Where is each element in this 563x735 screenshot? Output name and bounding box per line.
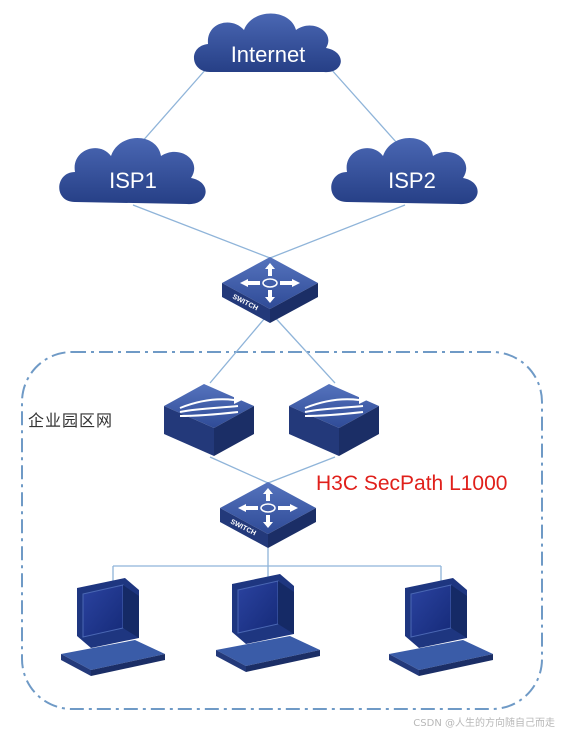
campus-network-label: 企业园区网	[28, 411, 114, 430]
watermark-text: CSDN @人生的方向随自己而走	[413, 718, 555, 729]
link-router-right-core-switch	[267, 456, 336, 484]
isp2-cloud-icon	[331, 138, 478, 205]
core-switch-icon: SWITCH	[220, 482, 316, 548]
router-arrows-icon	[179, 398, 239, 417]
computer-left-icon	[61, 578, 165, 676]
campus-boundary	[21, 351, 543, 710]
isp2-label: ISP2	[388, 168, 436, 193]
link-isp1-top-switch	[132, 204, 271, 259]
computer-middle-icon	[216, 574, 320, 672]
top-switch-icon: SWITCH	[222, 257, 318, 323]
link-router-left-core-switch	[209, 456, 269, 484]
switch-arrows-icon	[238, 488, 298, 528]
device-model-label: H3C SecPath L1000	[316, 472, 508, 495]
switch-arrows-icon	[240, 263, 300, 303]
internet-label: Internet	[231, 42, 306, 67]
computer-right-icon	[389, 578, 493, 676]
internet-cloud-icon	[193, 13, 341, 73]
router-right-icon	[289, 384, 379, 456]
router-arrows-icon	[304, 398, 364, 417]
isp1-label: ISP1	[109, 168, 157, 193]
link-top-switch-router-right	[269, 311, 336, 384]
router-left-icon	[164, 384, 254, 456]
link-internet-isp1	[132, 67, 208, 153]
link-isp2-top-switch	[269, 204, 406, 259]
isp1-cloud-icon	[59, 138, 206, 205]
link-top-switch-router-left	[209, 311, 271, 384]
link-internet-isp2	[329, 67, 406, 153]
